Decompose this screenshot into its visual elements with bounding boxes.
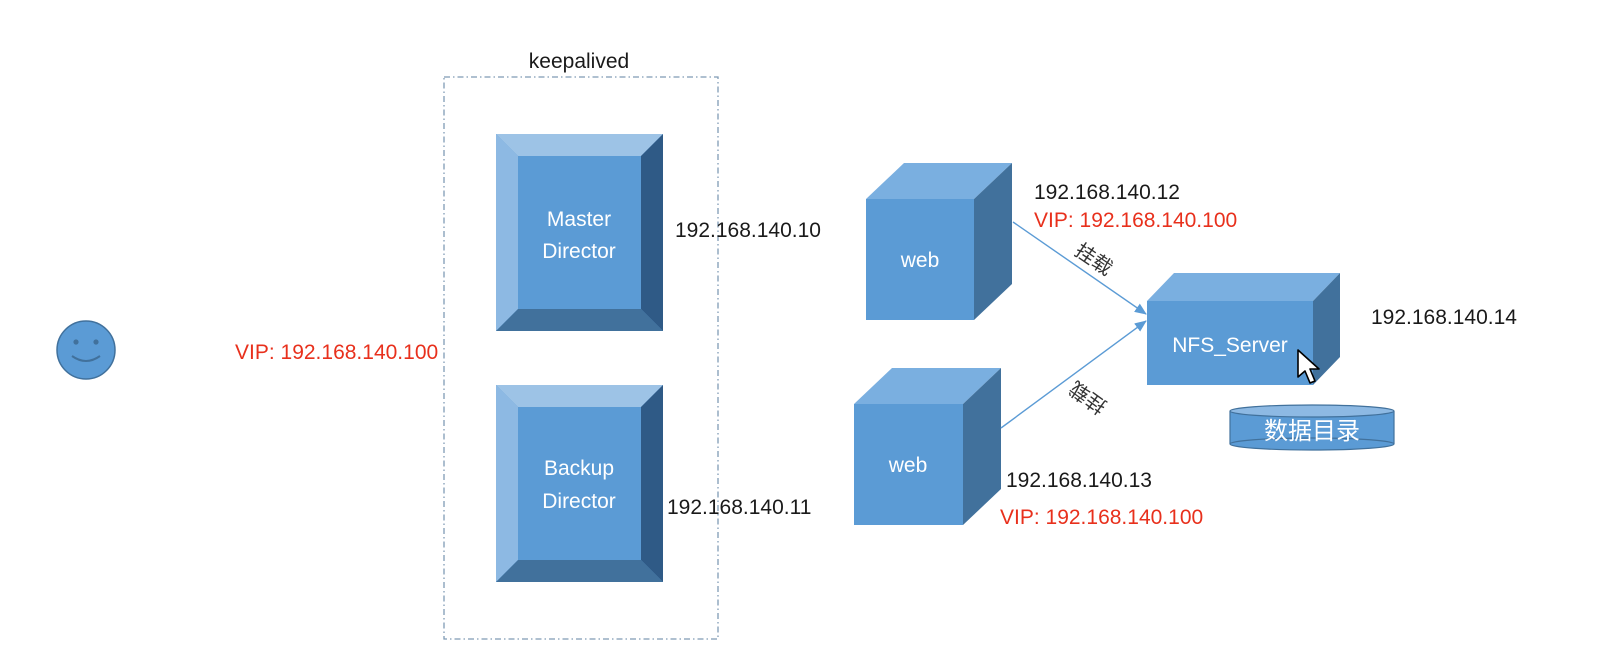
master-director-node[interactable]: Master Director <box>496 134 663 331</box>
nfs-server-label: NFS_Server <box>1172 334 1288 357</box>
smiley-mouth <box>71 355 101 362</box>
web-server-1-ip: 192.168.140.12 <box>1034 181 1180 204</box>
edge-web2-to-nfs <box>1000 320 1147 429</box>
smiley-right-eye <box>93 339 99 345</box>
edge-web1-label: 挂载 <box>1071 238 1118 280</box>
web-server-2-vip: VIP: 192.168.140.100 <box>1000 506 1203 529</box>
keepalived-title: keepalived <box>529 50 629 73</box>
master-director-label-line2: Director <box>542 240 616 263</box>
web-server-1-vip: VIP: 192.168.140.100 <box>1034 209 1237 232</box>
data-directory-node[interactable]: 数据目录 <box>1229 404 1395 451</box>
mouse-pointer-icon <box>1297 349 1320 384</box>
smiley-left-eye <box>73 339 79 345</box>
backup-director-label-line2: Director <box>542 490 616 513</box>
smiley-face-icon <box>56 320 116 380</box>
master-director-label-line1: Master <box>547 208 611 231</box>
edge-web1-to-nfs <box>1012 221 1147 315</box>
backup-director-label-line1: Backup <box>544 457 614 480</box>
backup-director-ip: 192.168.140.11 <box>667 496 811 519</box>
nfs-server-ip: 192.168.140.14 <box>1371 306 1517 329</box>
web-server-1-label: web <box>900 249 940 272</box>
client-node <box>56 320 116 380</box>
backup-director-node[interactable]: Backup Director <box>496 385 663 582</box>
data-directory-label: 数据目录 <box>1264 417 1360 445</box>
client-vip-label: VIP: 192.168.140.100 <box>235 341 438 364</box>
web-server-2-label: web <box>888 454 928 477</box>
web-server-2-node[interactable]: web <box>854 368 1001 525</box>
edge-web2-label: 挂载 <box>1065 376 1111 419</box>
web-server-1-node[interactable]: web <box>866 163 1012 320</box>
web-server-2-ip: 192.168.140.13 <box>1006 469 1152 492</box>
master-director-ip: 192.168.140.10 <box>675 219 821 242</box>
keepalived-group-border <box>443 76 719 640</box>
nfs-server-node[interactable]: NFS_Server <box>1147 273 1340 385</box>
